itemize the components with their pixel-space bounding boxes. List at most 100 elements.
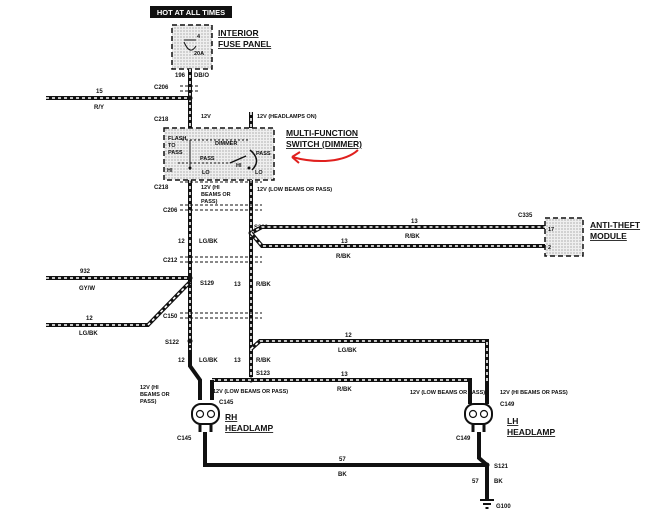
wire-13-gauge-top: 13 bbox=[411, 219, 418, 225]
splice-s123: S123 bbox=[256, 371, 271, 377]
wire-12-right-color: LG/BK bbox=[338, 348, 357, 354]
antitheft-title-2: MODULE bbox=[590, 231, 627, 241]
wire-13-color-mid: R/BK bbox=[336, 254, 351, 260]
splice-dot bbox=[187, 95, 193, 101]
switch-dimmer-label: DIMMER bbox=[215, 141, 237, 147]
connector-c149-top: C149 bbox=[500, 402, 515, 408]
lh-headlamp-icon bbox=[464, 384, 493, 432]
switch-title-2: SWITCH (DIMMER) bbox=[286, 139, 362, 149]
connector-c218-top: C218 bbox=[154, 117, 169, 123]
switch-contact-icon bbox=[229, 155, 247, 164]
rh-headlamp-title-2: HEADLAMP bbox=[225, 423, 273, 433]
annotation-arrow-icon bbox=[291, 149, 359, 162]
connector-c145-top: C145 bbox=[219, 400, 234, 406]
switch-flash-2: TO bbox=[168, 143, 176, 149]
antitheft-pin-2: 2 bbox=[548, 245, 551, 251]
switch-pass-right: PASS bbox=[256, 151, 271, 157]
wire-13-color-lower: R/BK bbox=[256, 358, 271, 364]
fuse-panel: 4 20A bbox=[171, 24, 213, 70]
wire-13-color-top: R/BK bbox=[405, 234, 420, 240]
wire-13-right bbox=[212, 378, 472, 384]
wire-15-gauge: 15 bbox=[96, 89, 103, 95]
note-12v-low: 12V (LOW BEAMS OR PASS) bbox=[257, 187, 332, 193]
note-12v-hi-3: PASS) bbox=[201, 199, 218, 205]
wire-13-gauge-mid: 13 bbox=[341, 239, 348, 245]
wire-13-right-color: R/BK bbox=[337, 387, 352, 393]
lh-note-hi: 12V (HI BEAMS OR PASS) bbox=[500, 390, 568, 396]
wire-13-antitheft-top bbox=[250, 225, 545, 235]
wire-196-gauge: 196 bbox=[175, 73, 186, 79]
connector-c145-bottom: C145 bbox=[177, 436, 192, 442]
wire-12-right-gauge: 12 bbox=[345, 333, 352, 339]
fuse-rating: 20A bbox=[194, 51, 204, 57]
switch-pass-mid: PASS bbox=[200, 156, 215, 162]
connector-c206-mid: C206 bbox=[163, 208, 178, 214]
fuse-symbol-icon bbox=[183, 41, 197, 51]
ground-icon bbox=[480, 499, 494, 509]
switch-lo-left: LO bbox=[202, 170, 210, 176]
wire-12-left bbox=[46, 280, 192, 327]
wire-12-color-lower: LG/BK bbox=[199, 358, 218, 364]
switch-flash-3: PASS bbox=[168, 150, 183, 156]
wire-13-gauge-lower: 13 bbox=[234, 358, 241, 364]
connector-c149-bottom: C149 bbox=[456, 436, 471, 442]
switch-hi-right: HI bbox=[236, 163, 242, 169]
ground-g100: G100 bbox=[496, 504, 511, 510]
ground-wire-57 bbox=[203, 432, 489, 500]
lh-note-low: 12V (LOW BEAMS OR PASS) bbox=[410, 390, 485, 396]
note-12v-top: 12V bbox=[201, 114, 211, 120]
rh-note-hi-3: PASS) bbox=[140, 399, 157, 405]
wire-932-color: GY/W bbox=[79, 286, 95, 292]
switch-hi-left: HI bbox=[167, 168, 173, 174]
fuse-number: 4 bbox=[197, 34, 201, 40]
wire-13-color-main: R/BK bbox=[256, 282, 271, 288]
wire-57-h-color: BK bbox=[338, 472, 347, 478]
switch-flash-1: FLASH bbox=[168, 136, 186, 142]
switch-lo-right: LO bbox=[255, 170, 263, 176]
rh-headlamp-icon bbox=[191, 403, 220, 432]
lh-headlamp-title-1: LH bbox=[507, 416, 518, 426]
wire-12-left-gauge: 12 bbox=[86, 316, 93, 322]
note-12v-hi-1: 12V (HI bbox=[201, 185, 220, 191]
antitheft-pin-17: 17 bbox=[548, 227, 554, 233]
wire-12-gauge-lower: 12 bbox=[178, 358, 185, 364]
wire-13-right-gauge: 13 bbox=[341, 372, 348, 378]
connector-c212: C212 bbox=[163, 258, 178, 264]
rh-note-hi-1: 12V (HI bbox=[140, 385, 159, 391]
wire-12-right bbox=[249, 339, 489, 384]
wire-932-gauge: 932 bbox=[80, 269, 91, 275]
multi-function-switch: FLASH TO PASS DIMMER PASS PASS HI LO HI … bbox=[163, 127, 275, 181]
wire-13-antitheft-bottom bbox=[249, 231, 545, 248]
antitheft-title-1: ANTI-THEFT bbox=[590, 220, 641, 230]
note-12v-hi-2: BEAMS OR bbox=[201, 192, 231, 198]
switch-title-1: MULTI-FUNCTION bbox=[286, 128, 358, 138]
wire-57-v-gauge: 57 bbox=[472, 479, 479, 485]
fuse-panel-title-1: INTERIOR bbox=[218, 28, 259, 38]
connector-bars bbox=[180, 181, 262, 319]
lh-headlamp-title-2: HEADLAMP bbox=[507, 427, 555, 437]
wire-57-h-gauge: 57 bbox=[339, 457, 346, 463]
splice-s121: S121 bbox=[494, 464, 509, 470]
note-12v-headlamps-on: 12V (HEADLAMPS ON) bbox=[257, 114, 317, 120]
wire-15-color: R/Y bbox=[94, 105, 104, 111]
connector-c335: C335 bbox=[518, 213, 533, 219]
connector-c206-top: C206 bbox=[154, 85, 169, 91]
connector-c218-bottom: C218 bbox=[154, 185, 169, 191]
rh-headlamp-title-1: RH bbox=[225, 412, 237, 422]
hot-header-label: HOT AT ALL TIMES bbox=[157, 8, 225, 17]
splice-s122: S122 bbox=[165, 340, 180, 346]
wire-57-v-color: BK bbox=[494, 479, 503, 485]
hot-header-box bbox=[150, 6, 232, 18]
splice-s129: S129 bbox=[200, 281, 215, 287]
wire-196-color: DB/O bbox=[194, 73, 209, 79]
fuse-panel-title-2: FUSE PANEL bbox=[218, 39, 271, 49]
anti-theft-module bbox=[544, 217, 584, 257]
rh-note-low: 12V (LOW BEAMS OR PASS) bbox=[213, 389, 288, 395]
wire-12-left-color: LG/BK bbox=[79, 331, 98, 337]
rh-note-hi-2: BEAMS OR bbox=[140, 392, 170, 398]
wire-12-color-main: LG/BK bbox=[199, 239, 218, 245]
wire-12-gauge-main: 12 bbox=[178, 239, 185, 245]
wire-13-gauge-main: 13 bbox=[234, 282, 241, 288]
